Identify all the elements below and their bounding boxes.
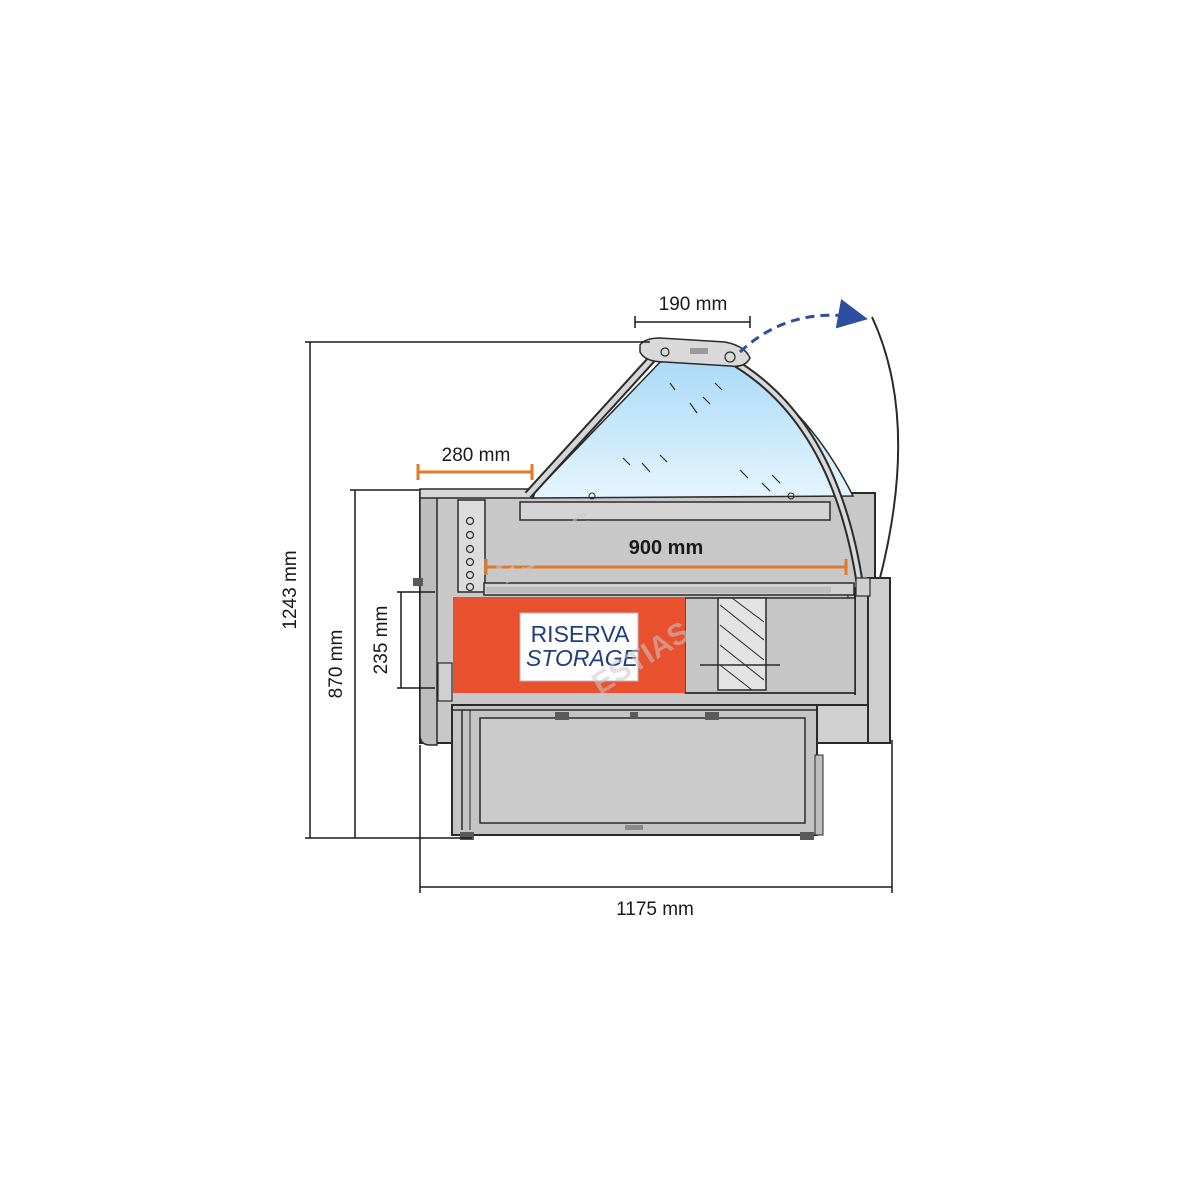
storage-label-line2: STORAGE [526, 645, 639, 671]
glass-canopy [524, 316, 900, 597]
counter-height-label: 870 mm [326, 630, 347, 699]
display-interior [483, 501, 856, 695]
glass-opening-arrow [738, 298, 868, 354]
display-depth-label: 900 mm [629, 537, 704, 559]
storage-compartment [453, 597, 685, 693]
worktop-depth-label: 280 mm [442, 445, 511, 466]
dimension-lines [305, 316, 893, 893]
glass-opening-label: 190 mm [659, 294, 728, 315]
orange-dimension-lines [416, 464, 848, 575]
storage-label-line1: RISERVA [531, 621, 631, 647]
storage-height-label: 235 mm [371, 606, 392, 675]
total-depth-label: 1175 mm [616, 899, 694, 920]
total-height-label: 1243 mm [280, 550, 301, 629]
